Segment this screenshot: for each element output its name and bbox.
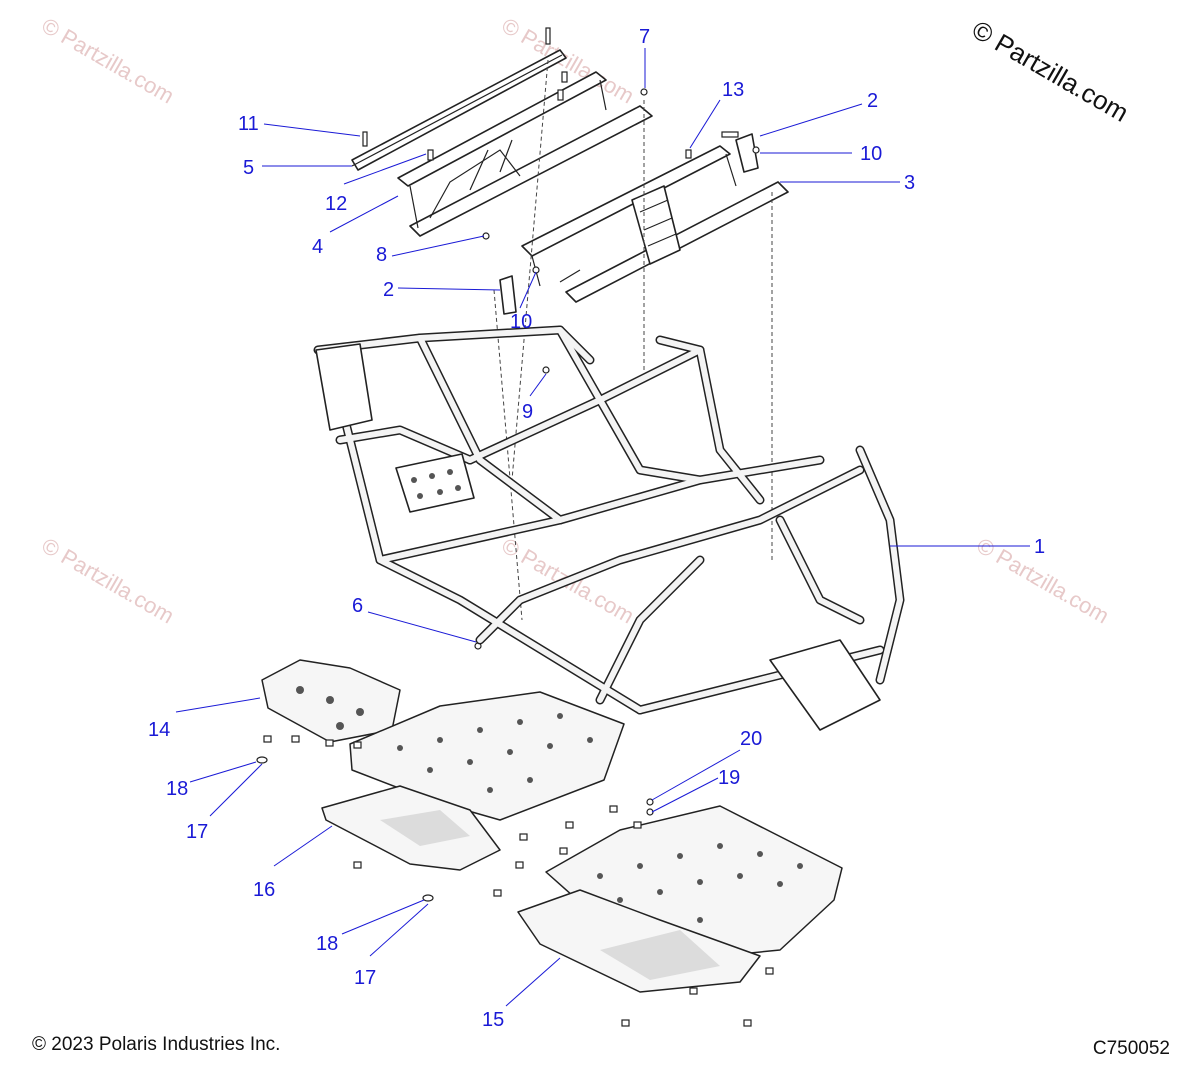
skid-plate-15 — [517, 889, 761, 993]
brand-mark: © Partzilla.com — [967, 14, 1134, 128]
callout-5: 5 — [243, 157, 254, 179]
upper-rail-assembly — [351, 27, 789, 650]
callout-20: 20 — [740, 728, 762, 750]
callout-17: 17 — [354, 967, 376, 989]
callout-14: 14 — [148, 719, 170, 741]
callout-10: 10 — [860, 143, 882, 165]
callout-17: 17 — [186, 821, 208, 843]
callout-labels: 1 2 2 3 4 5 6 7 8 9 10 10 11 12 13 14 15… — [148, 26, 1045, 1031]
watermark: © Partzilla.com — [38, 13, 179, 109]
chassis-frame — [313, 325, 905, 731]
callout-11: 11 — [238, 113, 259, 135]
fasteners — [256, 735, 774, 1027]
leader-lines — [175, 48, 1030, 1007]
diagram-code: C750052 — [1092, 1038, 1170, 1059]
callout-16: 16 — [253, 879, 275, 901]
watermark-group: © Partzilla.com © Partzilla.com © Partzi… — [38, 13, 1114, 629]
skid-plate-upper-center — [349, 691, 625, 821]
callout-3: 3 — [904, 172, 915, 194]
callout-15: 15 — [482, 1009, 504, 1031]
callout-6: 6 — [352, 595, 363, 617]
callout-19: 19 — [718, 767, 740, 789]
callout-4: 4 — [312, 236, 323, 258]
callout-1: 1 — [1034, 536, 1045, 558]
copyright-notice: © 2023 Polaris Industries Inc. — [32, 1034, 281, 1055]
callout-18: 18 — [316, 933, 338, 955]
alignment-lines — [493, 59, 773, 621]
callout-13: 13 — [722, 79, 744, 101]
callout-12: 12 — [325, 193, 347, 215]
callout-2: 2 — [383, 279, 394, 301]
callout-7: 7 — [639, 26, 650, 48]
callout-10: 10 — [510, 311, 532, 333]
callout-2: 2 — [867, 90, 878, 112]
callout-18: 18 — [166, 778, 188, 800]
skid-plate-16 — [321, 785, 501, 871]
watermark: © Partzilla.com — [38, 533, 179, 629]
callout-8: 8 — [376, 244, 387, 266]
skid-plate-14 — [261, 659, 401, 743]
callout-9: 9 — [522, 401, 533, 423]
